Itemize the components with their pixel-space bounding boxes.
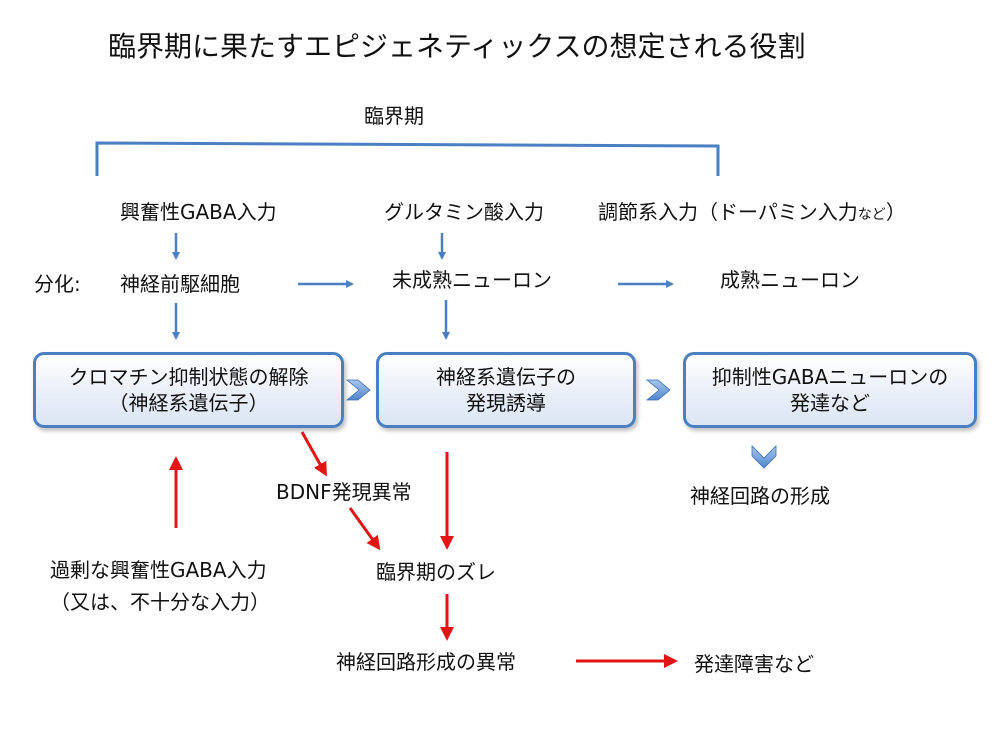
- chromatin-box-line2: （神経系遺伝子）: [108, 391, 269, 415]
- chevron-right-icon: [645, 379, 671, 401]
- chromatin-box-line1: クロマチン抑制状態の解除: [68, 365, 309, 389]
- induction-box-line1: 神経系遺伝子の: [436, 365, 576, 389]
- critical-period-bracket: [95, 141, 720, 176]
- glutamate-input-label: グルタミン酸入力: [384, 200, 544, 224]
- circuit-abnormal-label: 神経回路形成の異常: [336, 650, 516, 674]
- inhibitory-box-line1: 抑制性GABAニューロンの: [711, 365, 949, 389]
- page-title: 臨界期に果たすエピジェネティックスの想定される役割: [108, 30, 806, 63]
- red-arrow-chromatin-to-bdnf: [300, 431, 327, 477]
- red-arrow-bdnf-to-shift: [348, 507, 381, 551]
- circuit-formation-label: 神経回路の形成: [690, 484, 830, 508]
- critical-period-label: 臨界期: [364, 104, 424, 128]
- immature-neuron-label: 未成熟ニューロン: [392, 268, 552, 292]
- excitatory-gaba-input-label: 興奮性GABA入力: [120, 200, 277, 224]
- chevron-down-icon: [751, 445, 777, 469]
- mature-neuron-label: 成熟ニューロン: [720, 268, 860, 292]
- inhibitory-gaba-box: 抑制性GABAニューロンの 発達など: [683, 352, 977, 428]
- bdnf-abnormal-label: BDNF発現異常: [276, 480, 412, 504]
- inhibitory-box-line2: 発達など: [790, 391, 870, 415]
- differentiation-label: 分化:: [34, 272, 81, 296]
- modulatory-input-close: ）: [885, 200, 906, 224]
- induction-box-line2: 発現誘導: [466, 391, 546, 415]
- excess-gaba-line2: （又は、不十分な入力）: [50, 590, 270, 614]
- critical-period-shift-label: 臨界期のズレ: [376, 560, 496, 584]
- neural-progenitor-label: 神経前駆細胞: [120, 272, 240, 296]
- developmental-disorder-label: 発達障害など: [694, 652, 814, 676]
- excess-gaba-line1: 過剰な興奮性GABA入力: [50, 558, 267, 582]
- modulatory-input-label: 調節系入力（ドーパミン入力など）: [598, 200, 906, 224]
- chromatin-release-box: クロマチン抑制状態の解除 （神経系遺伝子）: [33, 352, 344, 428]
- chevron-right-icon: [345, 379, 371, 401]
- gene-induction-box: 神経系遺伝子の 発現誘導: [376, 352, 636, 428]
- modulatory-input-small: など: [857, 207, 886, 223]
- modulatory-input-main: 調節系入力（ドーパミン入力: [598, 200, 858, 224]
